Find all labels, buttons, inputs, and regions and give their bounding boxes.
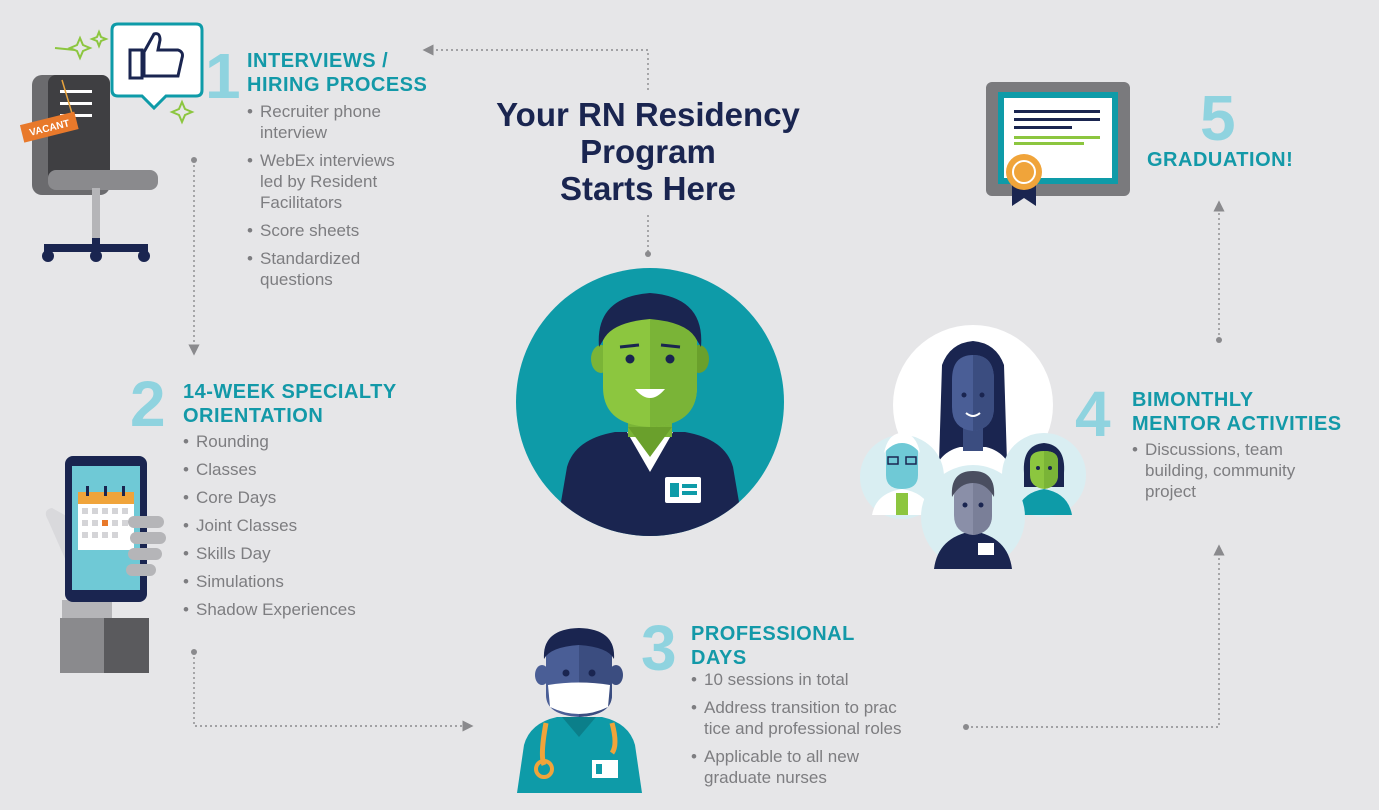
step2-number: 2 [130, 368, 166, 440]
list-item: 10 sessions in total [691, 669, 951, 690]
step5-number: 5 [1200, 82, 1236, 154]
step4-number: 4 [1075, 378, 1111, 450]
step3-bullet-list: 10 sessions in total Address transition … [691, 669, 951, 795]
list-item: Score sheets [247, 220, 447, 241]
list-item: Simulations [183, 571, 403, 592]
list-item: Skills Day [183, 543, 403, 564]
step3-number: 3 [641, 612, 677, 684]
nurse-portrait-illustration [516, 268, 784, 536]
surgeon-illustration [517, 628, 642, 793]
list-item: Joint Classes [183, 515, 403, 536]
vacant-chair-illustration: VACANT [20, 22, 204, 262]
list-item: Classes [183, 459, 403, 480]
arrow-step3-to-step4 [966, 544, 1225, 728]
page-title: Your RN Residency Program Starts Here [496, 96, 800, 207]
mentor-group-illustration [860, 325, 1086, 569]
step4-heading: BIMONTHLY MENTOR ACTIVITIES [1132, 389, 1342, 435]
arrow-center-to-step1 [422, 44, 649, 90]
step2-bullet-list: Rounding Classes Core Days Joint Classes… [183, 431, 403, 627]
step2-heading: 14-WEEK SPECIALTY ORIENTATION [183, 381, 397, 427]
step1-heading: INTERVIEWS / HIRING PROCESS [247, 50, 428, 96]
list-item: Core Days [183, 487, 403, 508]
step3-heading: PROFESSIONAL DAYS [691, 623, 855, 669]
arrow-step2-to-step3 [193, 652, 474, 732]
list-item: Shadow Experiences [183, 599, 403, 620]
phone-calendar-illustration [45, 456, 166, 673]
list-item: Rounding [183, 431, 403, 452]
step1-number: 1 [205, 40, 241, 112]
diploma-certificate-illustration [986, 82, 1130, 206]
step5-heading: GRADUATION! [1147, 149, 1294, 171]
